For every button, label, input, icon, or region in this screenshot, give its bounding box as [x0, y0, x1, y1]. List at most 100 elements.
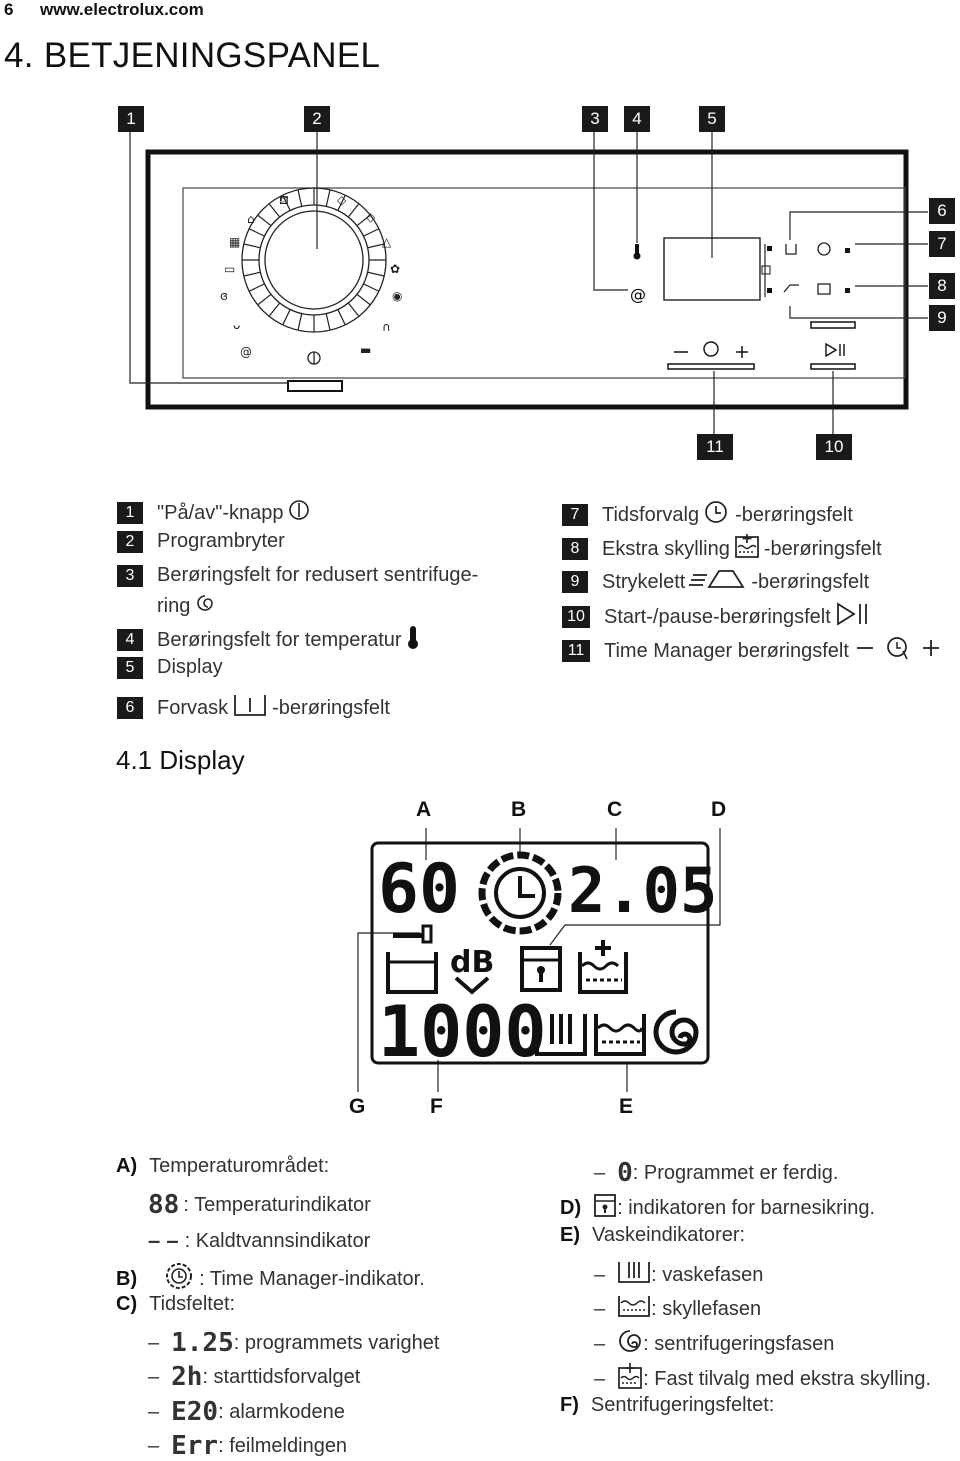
- knob-segment-divider: [268, 302, 281, 317]
- program-icon: ɞ: [220, 289, 228, 303]
- callout-4: 4: [624, 106, 650, 132]
- page-number: 6: [4, 0, 14, 19]
- desc-b: B) : Time Manager-indikator.: [116, 1262, 425, 1296]
- legend-item-7: 7 Tidsforvalg -berøringsfelt: [562, 499, 853, 531]
- time-manager-strip: [667, 363, 755, 370]
- desc-text: Vaskeindikatorer:: [592, 1224, 746, 1246]
- program-icons: ⛾ ◇ ◇ ⌂ ▦ △ ▭ ✿ ɞ ◉ ᴗ ∩ @ ▬: [220, 193, 402, 359]
- knob-segment-divider: [297, 189, 303, 207]
- panel-frame: [145, 149, 909, 410]
- display-label-e: E: [619, 1095, 634, 1118]
- display-section-title: 4.1 Display: [116, 745, 245, 775]
- thermometer-icon: [406, 624, 420, 656]
- legend-text: -berøringsfelt: [735, 503, 853, 526]
- delay-start-symbol: 2h: [171, 1362, 203, 1392]
- desc-a-item-1: 88 : Temperaturindikator: [148, 1190, 371, 1220]
- spin-symbol: @: [630, 285, 646, 304]
- callout-5: 5: [699, 106, 725, 132]
- knob-segment-divider: [243, 271, 261, 277]
- desc-a-item-2: – – : Kaldtvannsindikator: [148, 1228, 370, 1254]
- knob-segment-divider: [243, 243, 261, 249]
- knob-segments: [242, 188, 386, 332]
- program-icon: ◉: [392, 289, 402, 303]
- display-label-b: B: [511, 798, 527, 821]
- lcd-spin-speed: 1000: [378, 991, 547, 1073]
- desc-e-item-1: – : vaskefasen: [594, 1259, 763, 1291]
- legend-item-1: 1 "På/av"-knapp: [117, 499, 314, 527]
- legend-item-9: 9 Strykelett -berøringsfelt: [562, 567, 869, 597]
- temperature-indicator-icon: 88: [148, 1190, 180, 1220]
- program-icon: ✿: [390, 262, 400, 276]
- desc-text: : feilmeldingen: [218, 1434, 348, 1457]
- program-icon: ◇: [366, 210, 376, 224]
- legend-number: 10: [562, 606, 590, 628]
- program-finished-symbol: 0: [617, 1158, 633, 1188]
- lcd-frame: [370, 841, 710, 1065]
- desc-d: D) : indikatoren for barnesikring.: [560, 1192, 875, 1224]
- desc-c-item-3: – E20 : alarmkodene: [148, 1397, 345, 1427]
- leader-lines: [129, 132, 928, 434]
- knob-segment-divider: [282, 194, 291, 211]
- legend-number: 4: [117, 629, 143, 651]
- option-leds: [761, 246, 850, 293]
- knob-segment-divider: [337, 194, 346, 211]
- prewash-icon: [232, 692, 268, 724]
- knob-segment-divider: [363, 283, 380, 292]
- callout-6: 6: [929, 198, 955, 224]
- control-panel-figure: ⛾ ◇ ◇ ⌂ ▦ △ ▭ ✿ ɞ ◉ ᴗ ∩ @ ▬ @: [0, 100, 960, 470]
- wash-phase-icon: [617, 1259, 651, 1291]
- strip-9: [810, 321, 856, 329]
- callout-10: 10: [816, 434, 852, 460]
- program-icon: ⌂: [247, 212, 255, 226]
- program-icon: ▦: [229, 235, 240, 249]
- site-url: www.electrolux.com: [40, 0, 204, 19]
- legend-text: Ekstra skylling: [602, 537, 730, 560]
- easy-iron-icon: [689, 567, 747, 597]
- callout-2: 2: [304, 106, 330, 132]
- display-label-c: C: [607, 798, 623, 821]
- desc-e-item-2: – : skyllefasen: [594, 1293, 761, 1325]
- desc-text: : Programmet er ferdig.: [632, 1161, 839, 1184]
- desc-f: F) Sentrifugeringsfeltet:: [560, 1394, 774, 1417]
- knob-segment-divider: [282, 309, 291, 326]
- program-icon: ▭: [224, 262, 235, 276]
- time-manager-icon: [853, 635, 943, 667]
- alarm-code-symbol: E20: [171, 1397, 219, 1427]
- lcd-extra-rinse-icon: [578, 940, 628, 994]
- legend-text: Start-/pause-berøringsfelt: [604, 605, 831, 628]
- legend-item-4: 4 Berøringsfelt for temperatur: [117, 624, 424, 656]
- lcd-child-lock-icon: [520, 946, 562, 992]
- knob-segment-divider: [248, 228, 265, 237]
- knob-segment-divider: [257, 214, 272, 227]
- legend-text: "På/av"-knapp: [157, 501, 284, 524]
- lcd-temperature: 60: [378, 850, 460, 929]
- legend-text: Berøringsfelt for temperatur: [157, 628, 402, 651]
- legend-text: ring: [157, 594, 191, 617]
- power-button: [287, 380, 343, 392]
- legend-item-6: 6 Forvask -berøringsfelt: [117, 692, 390, 724]
- desc-key: F): [560, 1394, 579, 1416]
- display-label-g: G: [349, 1095, 366, 1118]
- lcd-cold-water-indicator: [393, 924, 433, 944]
- desc-key: C): [116, 1293, 138, 1315]
- legend-text: Berøringsfelt for redusert sentrifuge-: [157, 564, 479, 586]
- legend-item-3-cont: ring: [157, 592, 220, 620]
- spin-icon: [194, 592, 216, 620]
- desc-text: : vaskefasen: [651, 1263, 764, 1286]
- legend-text: -berøringsfelt: [751, 570, 870, 593]
- knob-segment-divider: [356, 293, 371, 306]
- legend-text: Forvask: [157, 696, 229, 719]
- desc-key: B): [116, 1267, 138, 1290]
- time-manager-symbol: [703, 341, 719, 357]
- knob-segment-divider: [367, 243, 385, 249]
- desc-text: : skyllefasen: [651, 1297, 762, 1320]
- callout-3: 3: [582, 106, 608, 132]
- rinse-phase-icon: [617, 1293, 651, 1325]
- desc-key: D): [560, 1196, 582, 1219]
- legend-text: -berøringsfelt: [763, 537, 882, 560]
- time-manager-indicator-icon: [165, 1262, 193, 1296]
- extra-rinse-icon: [734, 533, 760, 565]
- knob-segment-divider: [367, 271, 385, 277]
- legend-number: 5: [117, 656, 143, 679]
- desc-c: C) Tidsfeltet:: [116, 1293, 235, 1316]
